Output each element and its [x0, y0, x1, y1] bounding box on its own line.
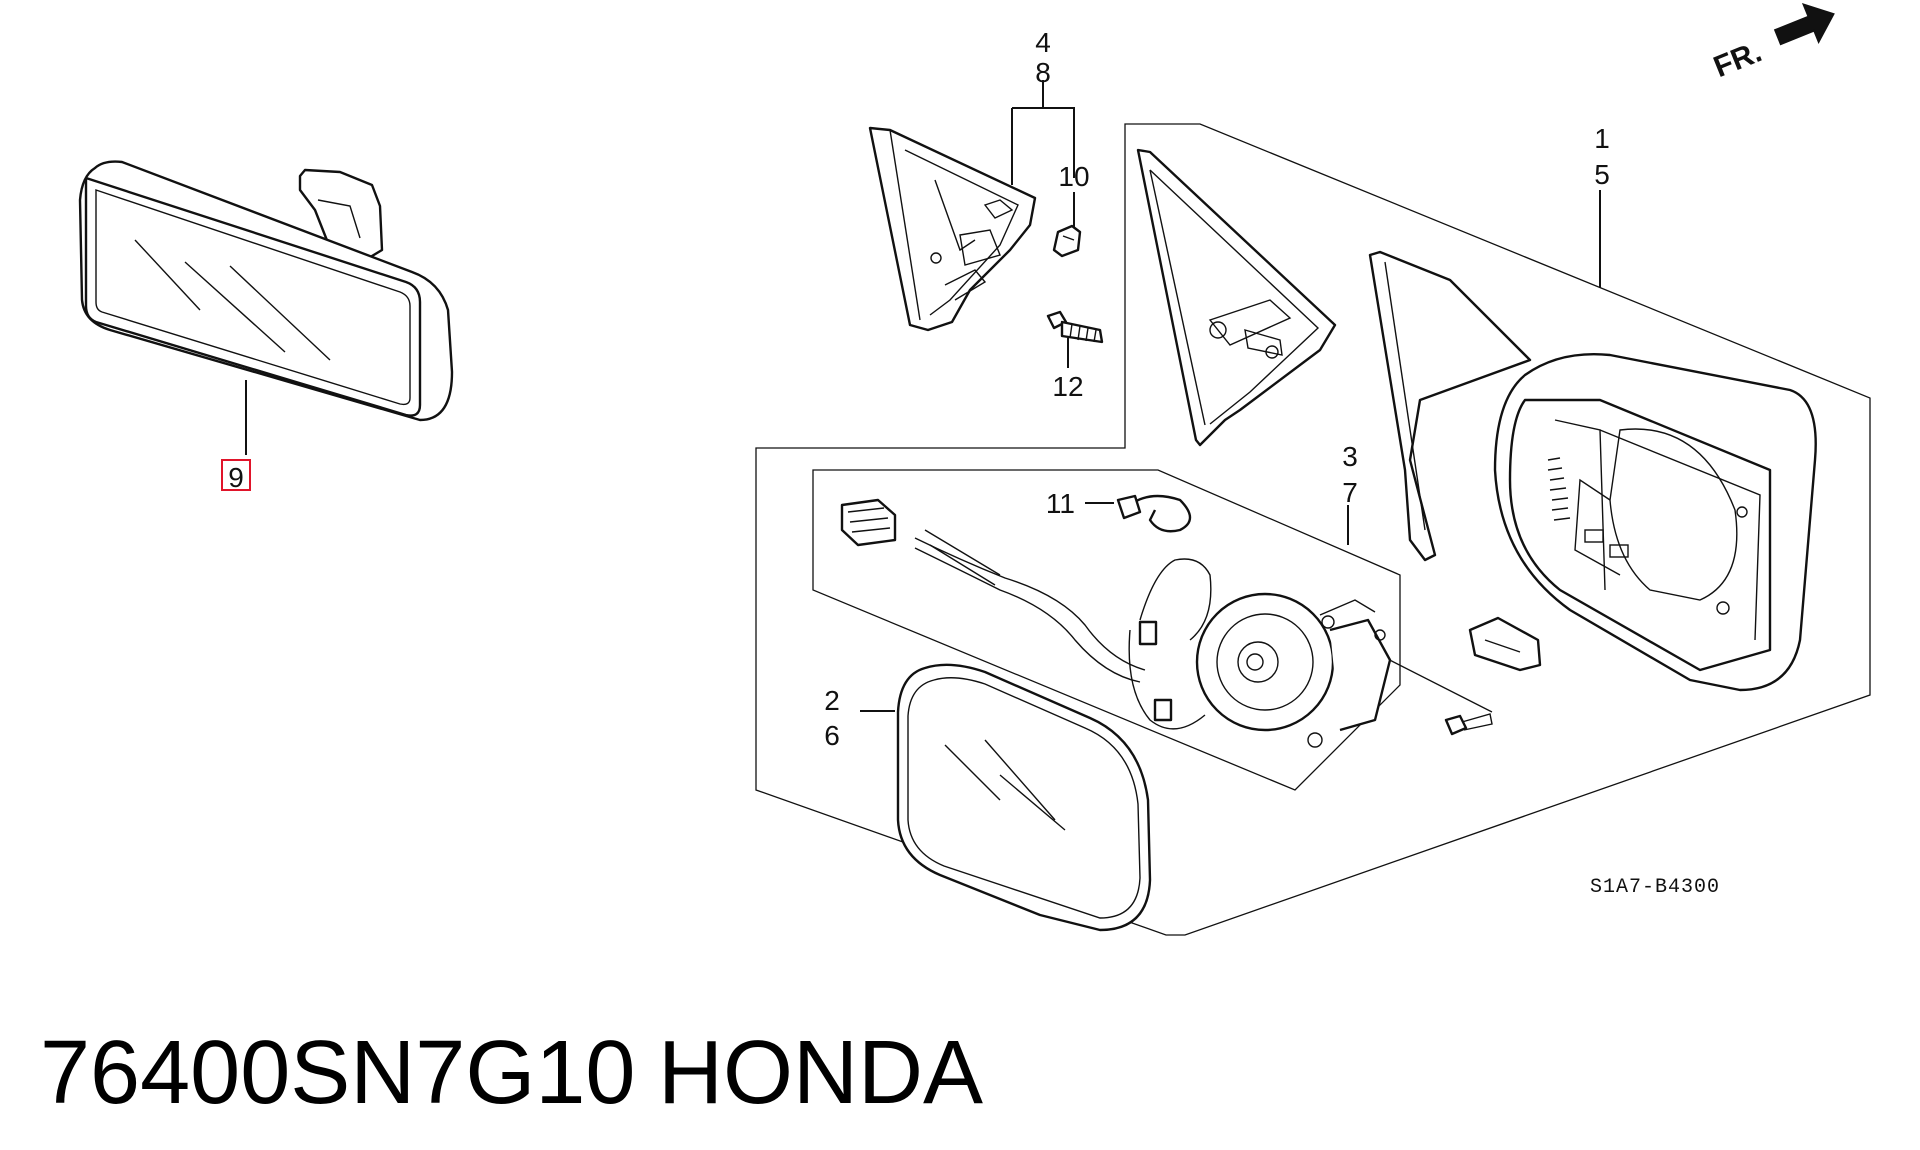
callout-3: 3	[1342, 441, 1358, 472]
callout-1: 1	[1594, 123, 1610, 154]
callout-7: 7	[1342, 477, 1358, 508]
door-mirror-housing-illustration	[1368, 250, 1817, 736]
callout-5: 5	[1594, 159, 1610, 190]
front-arrow-icon	[1773, 2, 1835, 46]
clip-and-screw-illustration	[1046, 192, 1104, 368]
callout-8: 8	[1035, 57, 1051, 88]
callout-11: 11	[1046, 488, 1075, 519]
inner-triangle-gasket-illustration	[1136, 148, 1337, 447]
actuator-motor-illustration	[812, 469, 1401, 791]
assembly-outline	[755, 123, 1871, 936]
front-direction-indicator: FR.	[1709, 2, 1835, 84]
callout-9-highlight[interactable]	[221, 459, 251, 491]
rearview-mirror-illustration	[78, 160, 454, 455]
callout-12: 12	[1052, 371, 1083, 402]
diagram-code: S1A7-B4300	[1590, 876, 1720, 899]
front-direction-label: FR.	[1709, 35, 1766, 84]
callout-9[interactable]: 9	[228, 462, 244, 493]
callout-2: 2	[824, 685, 840, 716]
callout-6: 6	[824, 720, 840, 751]
callout-4: 4	[1035, 27, 1051, 58]
callout-10: 10	[1058, 161, 1089, 192]
mirror-cover-triangle-illustration	[868, 80, 1075, 332]
caption-brand: HONDA	[658, 1023, 983, 1123]
caption-part-number: 76400SN7G10	[40, 1023, 635, 1123]
mirror-glass-illustration	[860, 663, 1152, 932]
